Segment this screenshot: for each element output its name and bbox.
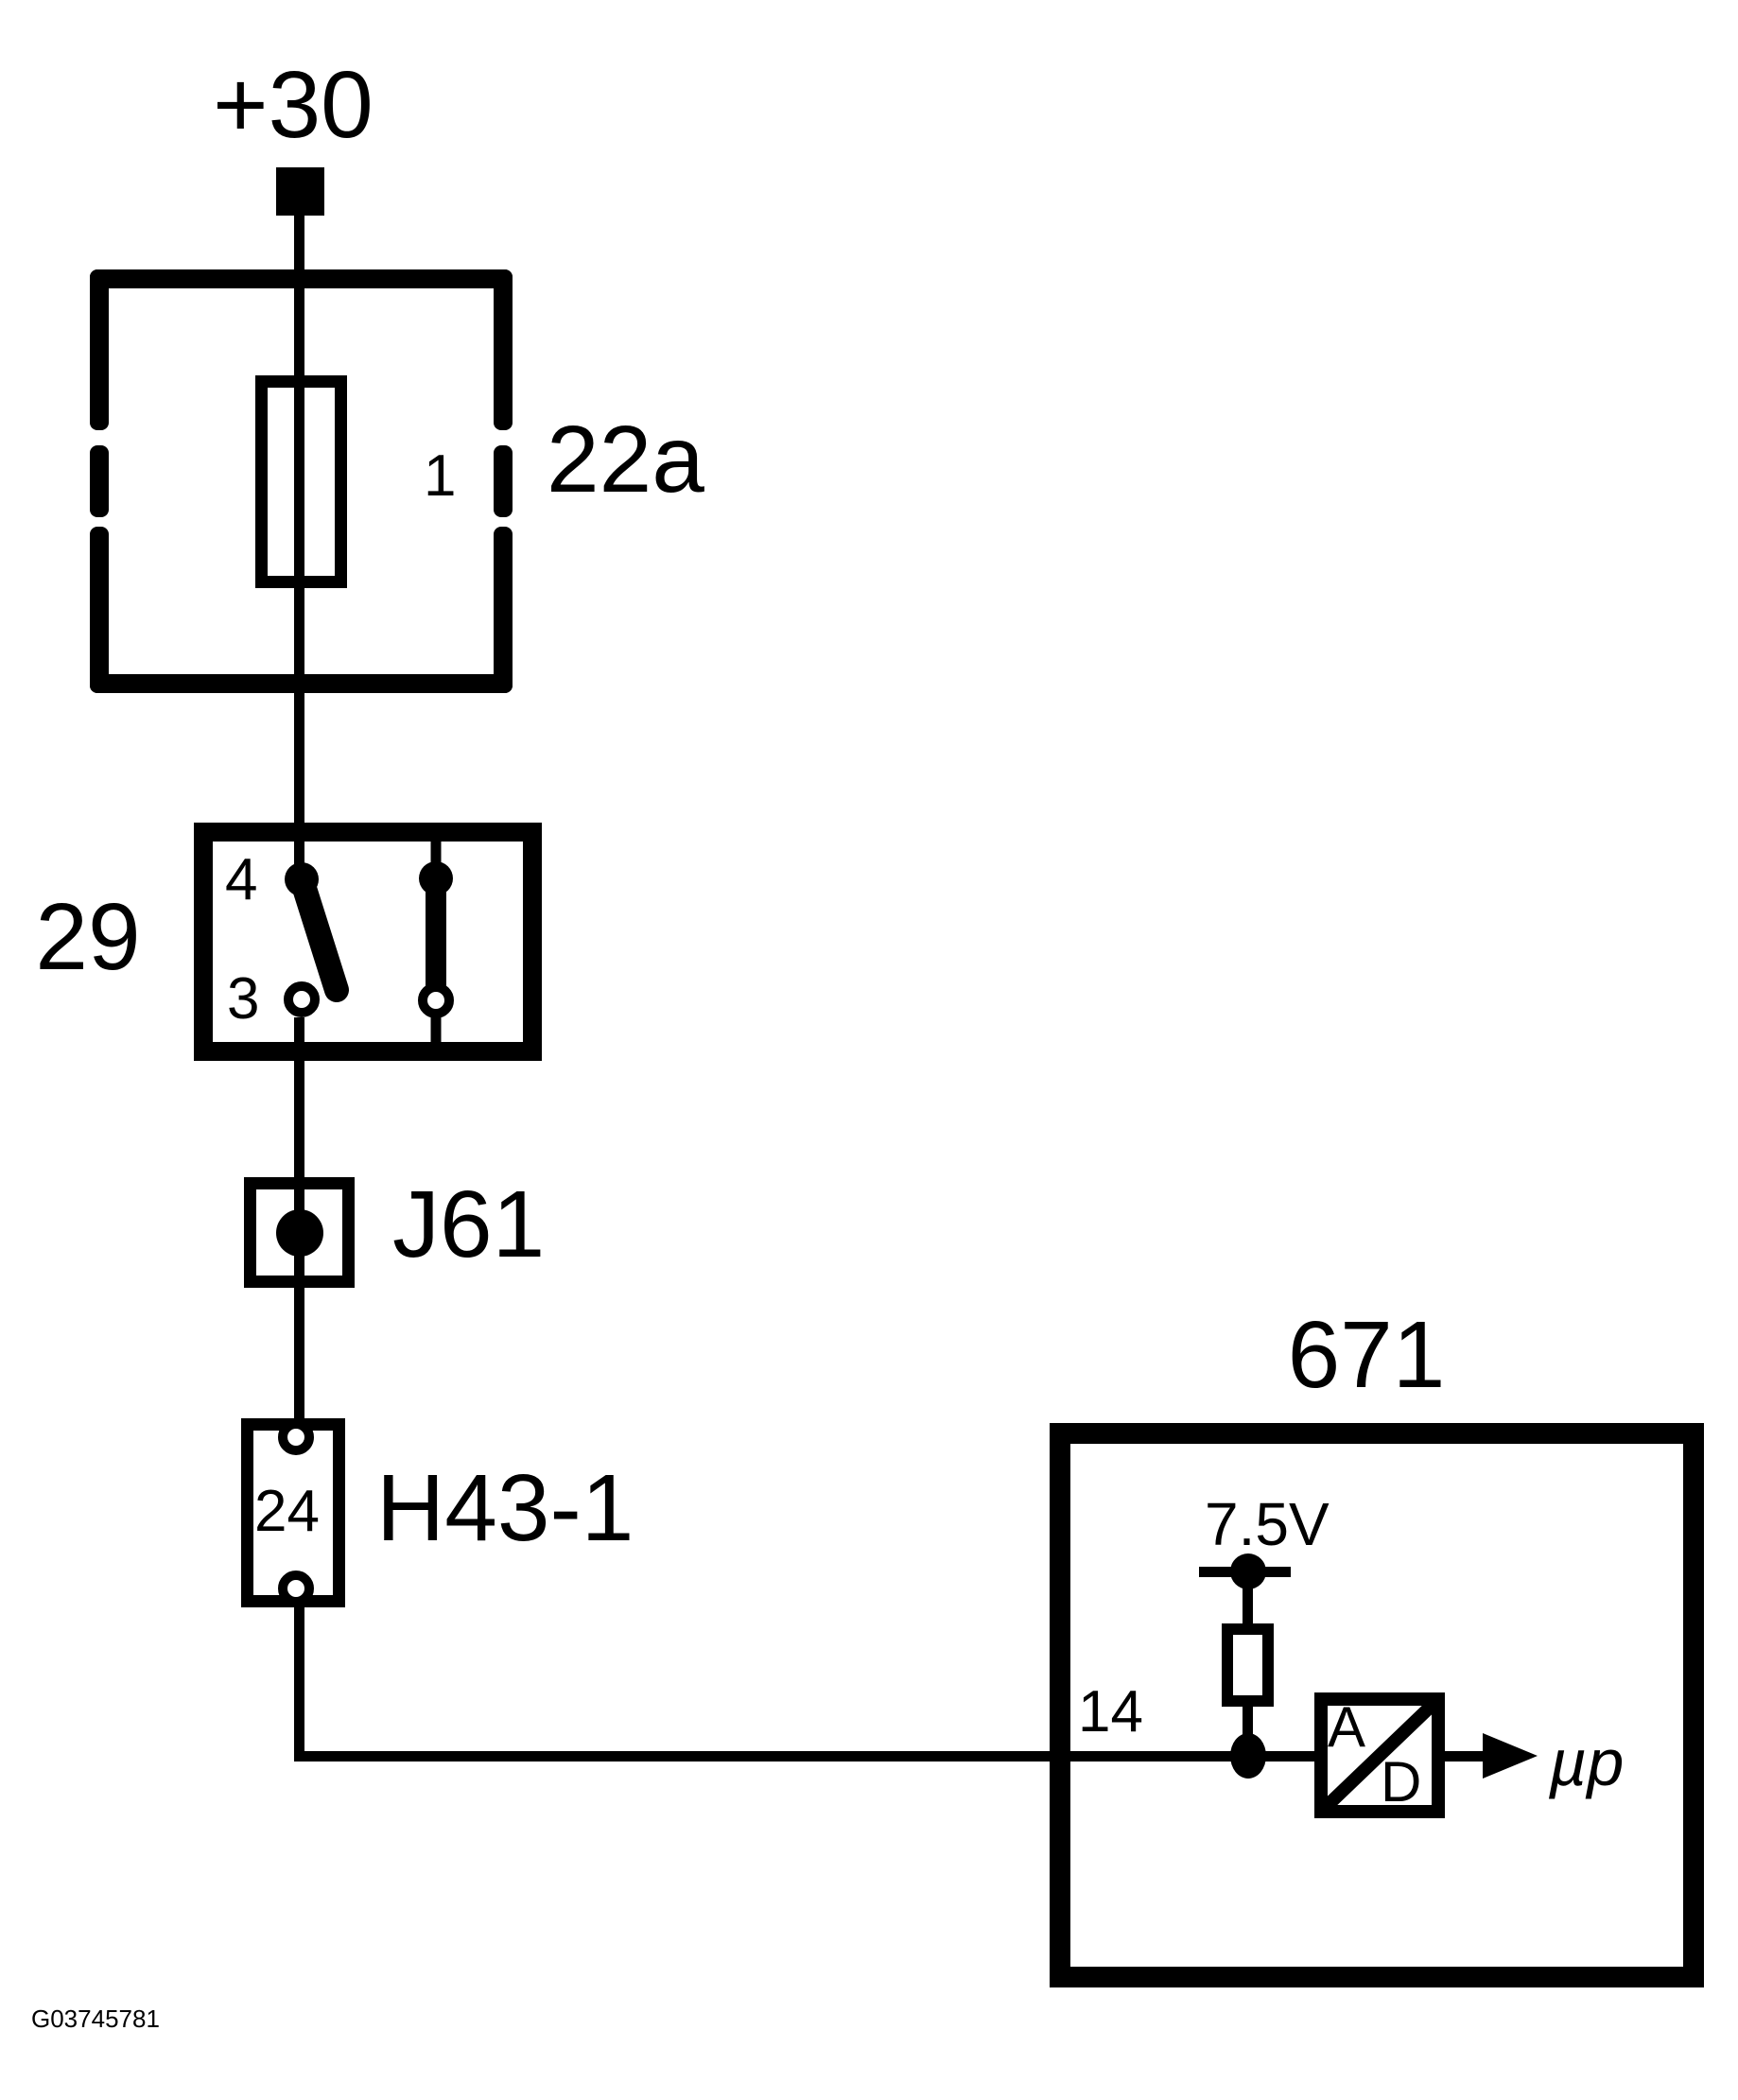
fuse-box-border-left-3: [90, 527, 109, 693]
microprocessor-label: µp: [1549, 1726, 1625, 1799]
control-unit-pin-label: 14: [1078, 1679, 1143, 1744]
connector-terminal-top-circle: [278, 1419, 314, 1455]
wire-to-control-unit: [294, 1751, 1314, 1762]
switch-lever: [289, 867, 349, 1002]
power-label: +30: [213, 52, 374, 158]
wire-battery-to-switch: [294, 215, 304, 879]
switch-label: 29: [35, 884, 141, 990]
switch-pin-bottom-label: 3: [227, 966, 260, 1032]
resistor-symbol: [1222, 1623, 1274, 1707]
figure-id: G03745781: [31, 2005, 160, 2033]
fuse-box-border-top: [90, 269, 513, 288]
junction-box: [244, 1177, 355, 1288]
fuse-box-border-right-3: [494, 527, 513, 693]
connector-terminal-bottom-circle: [278, 1571, 314, 1606]
fuse-pin-label: 1: [424, 443, 457, 509]
fuse-box-border-left-1: [90, 269, 109, 430]
signal-arrow-icon: [1483, 1733, 1538, 1779]
supply-stem-wire: [1243, 1571, 1253, 1628]
fuse-box-border-right-2: [494, 445, 513, 517]
ad-diagonal-line: [1317, 1694, 1442, 1816]
fuse-box-border-left-2: [90, 445, 109, 517]
connector-pin-label: 24: [254, 1479, 320, 1544]
fuse-symbol: [255, 375, 347, 588]
wire-connector-down: [294, 1606, 304, 1762]
switch-contacts-graphic: [284, 836, 454, 1048]
switch-pin-top-label: 4: [225, 847, 258, 912]
switch-contact-bottom-circle: [284, 981, 320, 1017]
fuse-box-border-right-1: [494, 269, 513, 430]
ad-converter-diagonal: [1317, 1694, 1442, 1816]
ad-d-label: D: [1381, 1750, 1422, 1814]
fuse-box-border-bottom: [90, 674, 513, 693]
junction-label: J61: [392, 1171, 546, 1277]
connector-label: H43-1: [376, 1455, 634, 1561]
control-unit-label: 671: [1287, 1302, 1446, 1408]
junction-node-dot: [1230, 1733, 1266, 1779]
ad-a-label: A: [1328, 1695, 1366, 1759]
junction-dot: [276, 1209, 323, 1257]
fuse-box-label: 22a: [547, 407, 704, 512]
aux-contact-bottom-circle: [418, 982, 454, 1018]
control-unit-box: [1050, 1423, 1704, 1987]
switch-box: [194, 823, 542, 1061]
battery-terminal-icon: [276, 167, 324, 216]
ad-output-wire: [1445, 1751, 1487, 1762]
resistor-stem-wire: [1243, 1702, 1253, 1756]
voltage-label: 7.5V: [1205, 1490, 1330, 1558]
